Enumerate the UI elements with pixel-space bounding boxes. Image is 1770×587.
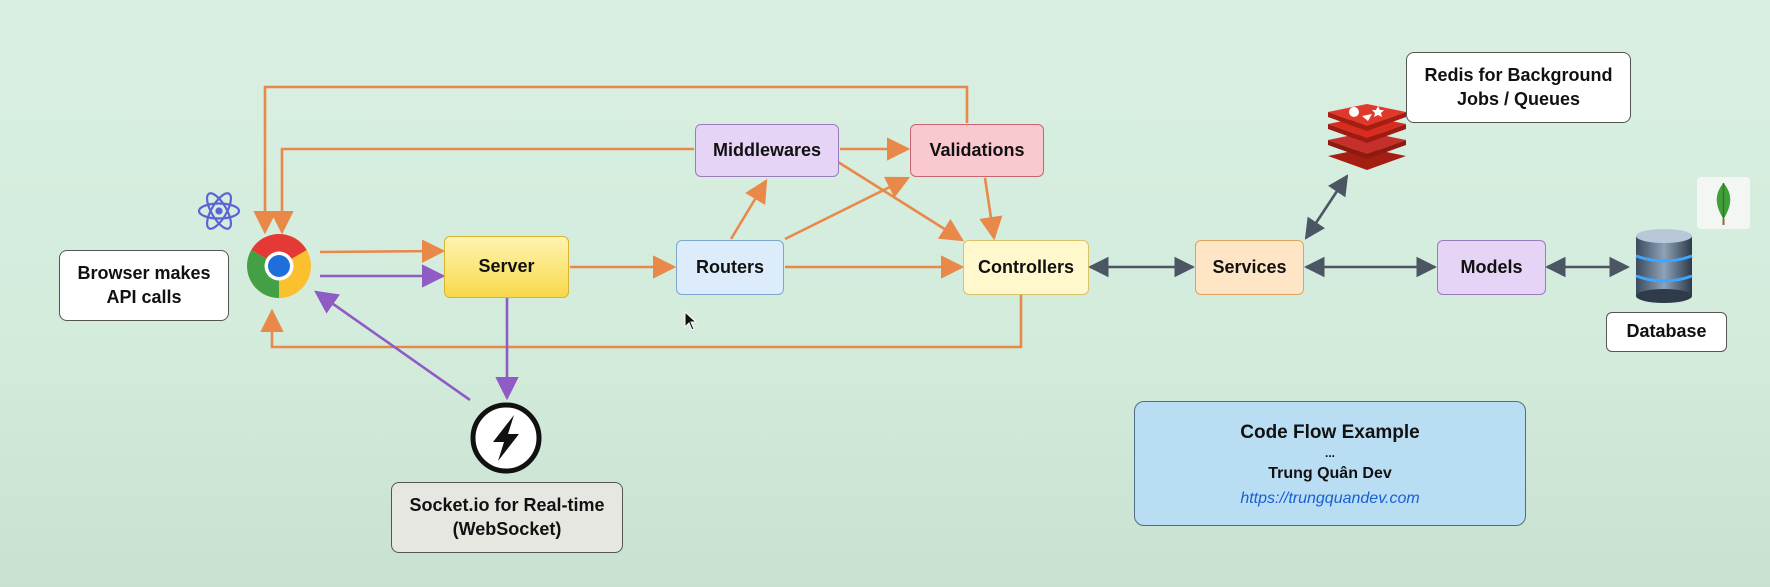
mongodb-icon <box>1697 177 1750 229</box>
socketio-icon <box>470 402 542 474</box>
validations-label: Validations <box>929 139 1025 160</box>
arrow-socketio-to-browser <box>314 290 471 402</box>
arrow-routers-to-validations <box>784 176 911 241</box>
server-node: Server <box>444 236 569 298</box>
code-flow-link[interactable]: https://trungquandev.com <box>1240 490 1420 507</box>
arrow-validations-to-browser-top <box>253 85 969 235</box>
arrow-controllers-to-browser-bottom <box>260 295 1023 349</box>
server-label: Server <box>478 256 535 277</box>
services-label: Services <box>1212 256 1287 277</box>
models-label: Models <box>1460 256 1523 277</box>
socketio-node: Socket.io for Real-time (WebSocket) <box>391 482 623 553</box>
validations-node: Validations <box>910 124 1044 177</box>
controllers-label: Controllers <box>977 256 1074 277</box>
code-flow-box: Code Flow Example ... Trung Quân Dev htt… <box>1134 401 1526 526</box>
controllers-node: Controllers <box>963 240 1089 295</box>
code-flow-author: Trung Quân Dev <box>1268 465 1392 482</box>
redis-node: Redis for Background Jobs / Queues <box>1406 52 1631 123</box>
arrow-services-redis <box>1304 174 1349 240</box>
middlewares-node: Middlewares <box>695 124 839 177</box>
code-flow-dots: ... <box>1324 446 1335 460</box>
routers-label: Routers <box>695 256 764 277</box>
middlewares-label: Middlewares <box>712 139 822 160</box>
database-label: Database <box>1626 321 1707 342</box>
cursor-icon <box>684 311 698 331</box>
routers-node: Routers <box>676 240 784 295</box>
redis-label: Redis for Background Jobs / Queues <box>1424 65 1613 109</box>
browser-node: Browser makes API calls <box>59 250 229 321</box>
database-icon <box>1635 229 1693 303</box>
database-node: Database <box>1606 312 1727 352</box>
redis-icon <box>1328 104 1406 170</box>
browser-label: Browser makes API calls <box>77 263 211 307</box>
models-node: Models <box>1437 240 1546 295</box>
arrow-middlewares-to-controllers <box>837 160 964 242</box>
socketio-label: Socket.io for Real-time (WebSocket) <box>409 495 605 539</box>
arrow-middlewares-to-browser <box>270 147 694 235</box>
chrome-icon <box>247 234 311 298</box>
services-node: Services <box>1195 240 1304 295</box>
arrow-browser-to-server <box>319 239 446 263</box>
react-icon <box>197 192 241 230</box>
arrow-validations-to-controllers <box>979 177 1003 241</box>
code-flow-title: Code Flow Example <box>1240 422 1420 443</box>
arrow-routers-to-middlewares <box>729 178 768 240</box>
